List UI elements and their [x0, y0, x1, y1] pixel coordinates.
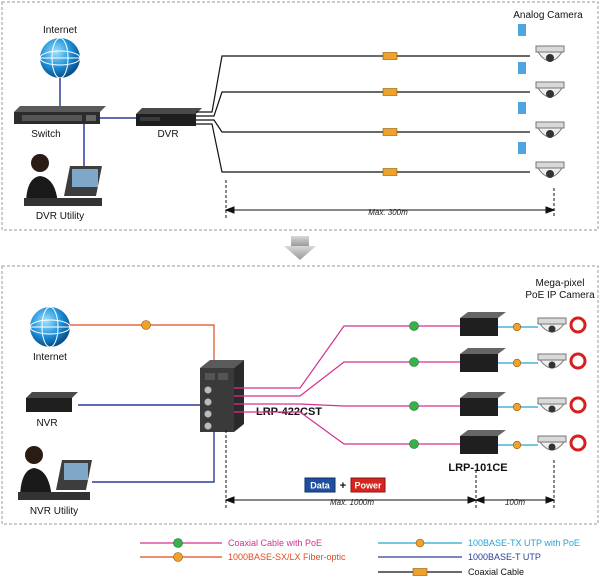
utp-poe-cables [498, 326, 538, 446]
switch-label: Switch [31, 129, 60, 140]
ip-camera-icon [537, 434, 587, 452]
switch-icon [14, 106, 106, 124]
legend-item-utp-poe: 100BASE-TX UTP with PoE [378, 538, 580, 548]
down-arrow-icon [284, 236, 316, 260]
utp-poe-markers [512, 322, 522, 450]
coax-poe-cables [234, 325, 460, 445]
data-power-badge: Data + Power [304, 477, 386, 493]
analog-camera-icon [518, 102, 565, 138]
nvr-utility-label: NVR Utility [30, 506, 78, 517]
legend-item-coax-poe: Coaxial Cable with PoE [140, 538, 322, 548]
top-distance-label: Max. 300m [368, 208, 408, 217]
nvr-icon [26, 392, 78, 412]
poe-extender-icon [460, 348, 506, 372]
internet-globe-icon [39, 37, 81, 79]
legend-label: 1000BASE-T UTP [468, 552, 541, 562]
data-badge-text: Data [310, 481, 331, 491]
top-internet-label: Internet [43, 25, 77, 36]
poe-extender-icon [460, 430, 506, 454]
ip-camera-icon [537, 316, 587, 334]
legend-label: 1000BASE-SX/LX Fiber-optic [228, 552, 346, 562]
top-panel-frame [1, 1, 599, 231]
ip-camera-icon [537, 352, 587, 370]
ip-camera-icon [537, 396, 587, 414]
poe-extender-icon [460, 312, 506, 336]
person-at-laptop-icon [24, 154, 102, 206]
coax-cables-top [196, 55, 530, 173]
bottom-distance-dimension [224, 430, 556, 508]
analog-camera-icon [518, 142, 565, 178]
dvr-utility-label: DVR Utility [36, 211, 84, 222]
coax-poe-markers [409, 321, 419, 449]
nvr-utility-link [92, 430, 215, 483]
analog-camera-label: Analog Camera [513, 10, 583, 21]
fiber-link [70, 324, 215, 368]
nvr-label: NVR [36, 418, 57, 429]
plus-sign: + [340, 480, 346, 492]
power-badge-text: Power [354, 481, 382, 491]
internet-globe-icon [29, 306, 71, 348]
legend-item-utp: 1000BASE-T UTP [378, 552, 541, 562]
legend: Coaxial Cable with PoE 1000BASE-SX/LX Fi… [140, 538, 580, 577]
fiber-marker [141, 320, 151, 330]
top-distance-dimension [224, 180, 556, 218]
legend-label: 100BASE-TX UTP with PoE [468, 538, 580, 548]
svg-text:PoE IP Camera: PoE IP Camera [525, 290, 595, 301]
legend-label: Coaxial Cable [468, 567, 524, 577]
bottom-short-distance-label: 100m [505, 498, 525, 507]
analog-camera-icon [518, 24, 565, 62]
dvr-icon [136, 108, 202, 126]
legend-item-fiber: 1000BASE-SX/LX Fiber-optic [140, 552, 346, 562]
dvr-label: DVR [157, 129, 178, 140]
svg-text:Mega-pixel: Mega-pixel [536, 278, 585, 289]
legend-label: Coaxial Cable with PoE [228, 538, 322, 548]
person-at-laptop-icon [18, 446, 92, 500]
coax-connector-markers [382, 52, 398, 176]
poe-extender-icon [460, 392, 506, 416]
bottom-internet-label: Internet [33, 352, 67, 363]
analog-camera-icon [518, 62, 565, 98]
bottom-distance-label: Max. 1000m [330, 498, 374, 507]
legend-item-coax: Coaxial Cable [378, 567, 524, 577]
ip-camera-group-label: Mega-pixel PoE IP Camera [525, 278, 595, 301]
extender-label: LRP-101CE [448, 462, 507, 474]
bottom-panel-frame [1, 265, 599, 525]
